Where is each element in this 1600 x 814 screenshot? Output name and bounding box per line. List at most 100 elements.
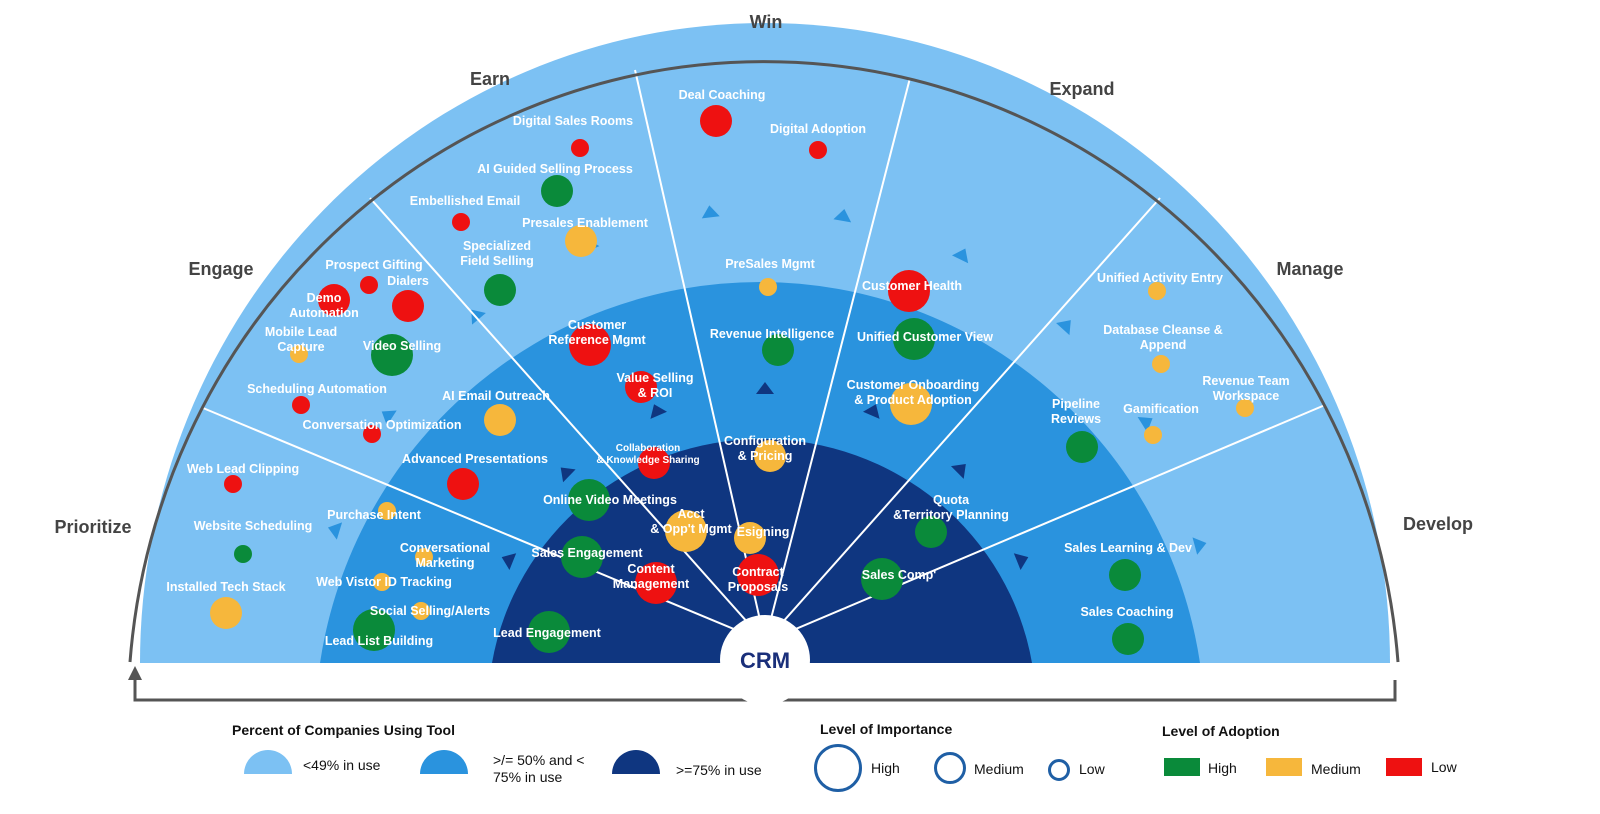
tool-bubble-ai-guided-selling-process [541,175,573,207]
legend-importance-medium-icon [934,752,966,784]
ring-middle-tooth-9 [327,522,343,540]
tool-bubble-customer-onboarding-product-adoption [890,383,932,425]
ring-inner-tooth-3 [756,382,774,394]
tool-label-sales-comp: Sales Comp' [862,568,937,582]
tool-label-website-scheduling: Website Scheduling [194,519,313,533]
ring-middle-tooth-3 [951,248,969,264]
tool-label-esigning: Esigning [737,525,790,539]
tool-label-online-video-meetings: Online Video Meetings [543,493,677,507]
tool-label-social-selling-alerts: Social Selling/Alerts [370,604,490,618]
legend-usage-swatch-high [612,750,660,774]
tool-bubble-revenue-team-workspace [1236,399,1254,417]
legend: Percent of Companies Using Tool <49% in … [0,710,1600,814]
tool-label-unified-activity-entry: Unified Activity Entry [1097,271,1223,285]
ring-inner-tooth-4 [650,404,668,419]
legend-adoption-low-swatch [1386,758,1422,776]
tool-label-customer-health: Customer Health [862,279,962,293]
tool-label-scheduling-automation: Scheduling Automation [247,382,387,396]
tool-label-embellished-email: Embellished Email [410,194,520,208]
tool-label-purchase-intent: Purchase Intent [327,508,422,522]
legend-usage-swatch-low [244,750,292,774]
tool-bubble-contract-proposals [737,554,779,596]
phase-divider-4 [764,197,1161,643]
tool-bubble-specialized-field-selling [484,274,516,306]
tool-bubble-configuration-pricing [754,440,786,472]
tool-bubble-gamification [1144,426,1162,444]
tool-bubble-presales-mgmt [759,278,777,296]
legend-usage-swatch-mid [420,750,468,774]
tool-label-video-selling: Video Selling [363,339,441,353]
tool-bubble-acct-opp-t-mgmt [665,510,707,552]
tool-bubble-scheduling-automation [292,396,310,414]
tool-bubble-web-vistor-id-tracking [373,573,391,591]
tool-bubble-social-selling-alerts [412,602,430,620]
legend-adoption-title: Level of Adoption [1162,723,1280,739]
tool-label-sales-engagement: Sales Engagement [531,546,643,560]
phase-dividers [202,69,1326,643]
phase-label-engage: Engage [188,259,253,279]
tool-label-conversation-optimization: Conversation Optimization [302,418,461,432]
arrow-head-icon [128,666,142,680]
tool-bubble-sales-comp [861,558,903,600]
ring-middle-tooth-0 [1192,537,1207,555]
ring-inner-tooth-5 [560,467,576,483]
tool-bubble-digital-sales-rooms [571,139,589,157]
tool-label-installed-tech-stack: Installed Tech Stack [166,580,285,594]
tool-label-deal-coaching: Deal Coaching [679,88,766,102]
tool-bubble-embellished-email [452,213,470,231]
tool-label-customer-onboarding-product-adoption: Customer Onboarding& Product Adoption [847,378,980,407]
tool-bubble-content-management [635,562,677,604]
tool-label-value-selling-roi: Value Selling& ROI [616,371,693,400]
ring-middle-tooth-5 [701,205,720,219]
legend-usage-title: Percent of Companies Using Tool [232,722,455,738]
legend-adoption-medium-swatch [1266,758,1302,776]
ring-middle-tooth-4 [833,208,852,223]
tool-bubble-quota-territory-planning [915,516,947,548]
tool-bubble-sales-engagement [561,536,603,578]
tool-bubble-database-cleanse-append [1152,355,1170,373]
crm-hub-circle [720,615,810,705]
tool-bubble-revenue-intelligence [762,334,794,366]
tool-label-unified-customer-view: Unified Customer View [857,330,993,344]
phase-divider-0 [202,407,766,643]
legend-usage-high-label: >=75% in use [676,762,762,778]
tool-label-lead-list-building: Lead List Building [325,634,433,648]
tool-label-digital-sales-rooms: Digital Sales Rooms [513,114,633,128]
tool-label-presales-enablement: Presales Enablement [522,216,649,230]
legend-importance-high-label: High [871,760,900,776]
tool-bubble-presales-enablement [565,225,597,257]
tool-bubble-sales-coaching [1112,623,1144,655]
phase-divider-5 [764,404,1326,643]
tool-label-sales-learning-dev: Sales Learning & Dev [1064,541,1192,555]
ring-middle-tooth-8 [381,410,397,426]
legend-adoption-high-swatch [1164,758,1200,776]
tool-label-web-vistor-id-tracking: Web Vistor ID Tracking [316,575,452,589]
tool-label-quota-territory-planning: Quota&Territory Planning [893,493,1009,522]
ring-middle-tooth-2 [1056,320,1071,336]
tool-label-lead-engagement: Lead Engagement [493,626,601,640]
tool-label-presales-mgmt: PreSales Mgmt [725,257,815,271]
legend-usage-low-label: <49% in use [303,757,381,773]
crm-hub: CRM [720,615,810,705]
ring-middle-tooth-7 [471,309,486,325]
tool-label-gamification: Gamification [1123,402,1199,416]
tool-label-acct-opp-t-mgmt: Acct& Opp't Mgmt [650,507,732,536]
tool-bubble-esigning [734,522,766,554]
ring-inner-tooth-1 [950,464,966,479]
tool-label-advanced-presentations: Advanced Presentations [402,452,548,466]
legend-adoption-medium-label: Medium [1311,761,1361,777]
ring-inner-tooth-6 [501,553,517,570]
tool-bubble-collaboration-knowledge-sharing [638,447,670,479]
tool-bubble-deal-coaching [700,105,732,137]
phase-label-win: Win [750,12,783,32]
tool-bubble-digital-adoption [809,141,827,159]
tool-bubble-conversation-optimization [363,425,381,443]
tool-bubble-ai-email-outreach [484,404,516,436]
tool-bubble-conversational-marketing [415,548,433,566]
tool-label-dialers: Dialers [387,274,429,288]
